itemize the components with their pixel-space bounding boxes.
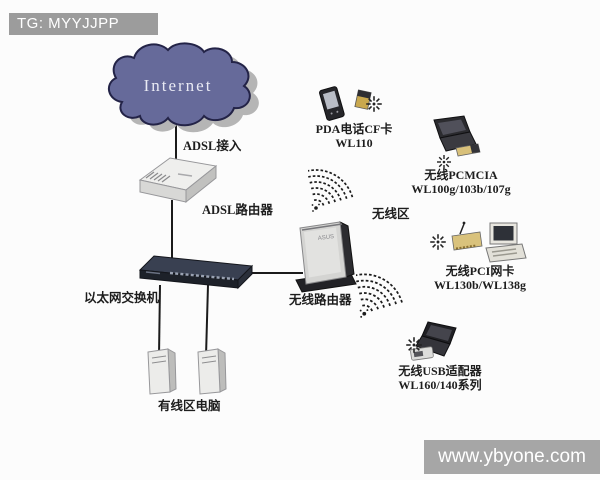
pci-card-desktop-device xyxy=(451,221,527,263)
pci-caption-line2: WL130b/WL138g xyxy=(433,278,526,292)
usb-adapter-device xyxy=(410,321,457,361)
ethernet-switch-device xyxy=(138,255,254,290)
watermark-top: TG: MYYJJPP xyxy=(9,13,158,35)
link-switch-to-pc1 xyxy=(158,284,161,357)
wifi-signal-icon-upper xyxy=(308,162,354,213)
adsl-router-device xyxy=(138,157,218,204)
wireless-zone-label: 无线区 xyxy=(372,207,410,221)
pda-caption-line2: WL110 xyxy=(335,136,373,150)
watermark-bottom: www.ybyone.com xyxy=(424,440,600,474)
link-switch-to-pc2 xyxy=(205,284,209,357)
usb-caption-line2: WL160/140系列 xyxy=(398,378,482,392)
adsl-router-label: ADSL路由器 xyxy=(202,203,273,217)
pda-rf-burst-icon xyxy=(365,95,383,113)
internet-cloud: Internet xyxy=(107,42,259,133)
ethernet-switch-label: 以太网交换机 xyxy=(84,291,160,305)
pcmcia-caption: 无线PCMCIA WL100g/103b/107g xyxy=(404,168,518,196)
pci-caption-line1: 无线PCI网卡 xyxy=(445,264,515,278)
usb-caption: 无线USB适配器 WL160/140系列 xyxy=(392,364,488,392)
pcmcia-caption-line2: WL100g/103b/107g xyxy=(411,182,511,196)
pda-cf-card-device xyxy=(319,86,372,121)
adsl-access-label: ADSL接入 xyxy=(183,139,242,153)
pcmcia-caption-line1: 无线PCMCIA xyxy=(424,168,498,182)
wireless-router-device: ASUS xyxy=(295,221,357,293)
wired-pc-tower-1 xyxy=(147,348,177,395)
wireless-router-label: 无线路由器 xyxy=(289,293,352,307)
pcmcia-device xyxy=(433,115,481,157)
pda-caption-line1: PDA电话CF卡 xyxy=(315,122,393,136)
wifi-signal-icon-lower xyxy=(356,266,404,319)
pci-rf-burst-icon xyxy=(429,233,447,251)
wired-pcs-label: 有线区电脑 xyxy=(158,399,221,413)
usb-rf-burst-icon xyxy=(405,336,423,354)
pda-caption: PDA电话CF卡 WL110 xyxy=(306,122,402,150)
wired-pc-tower-2 xyxy=(197,348,227,395)
usb-caption-line1: 无线USB适配器 xyxy=(398,364,482,378)
svg-text:ASUS: ASUS xyxy=(318,234,335,242)
internet-label: Internet xyxy=(144,76,213,95)
pci-caption: 无线PCI网卡 WL130b/WL138g xyxy=(428,264,532,292)
